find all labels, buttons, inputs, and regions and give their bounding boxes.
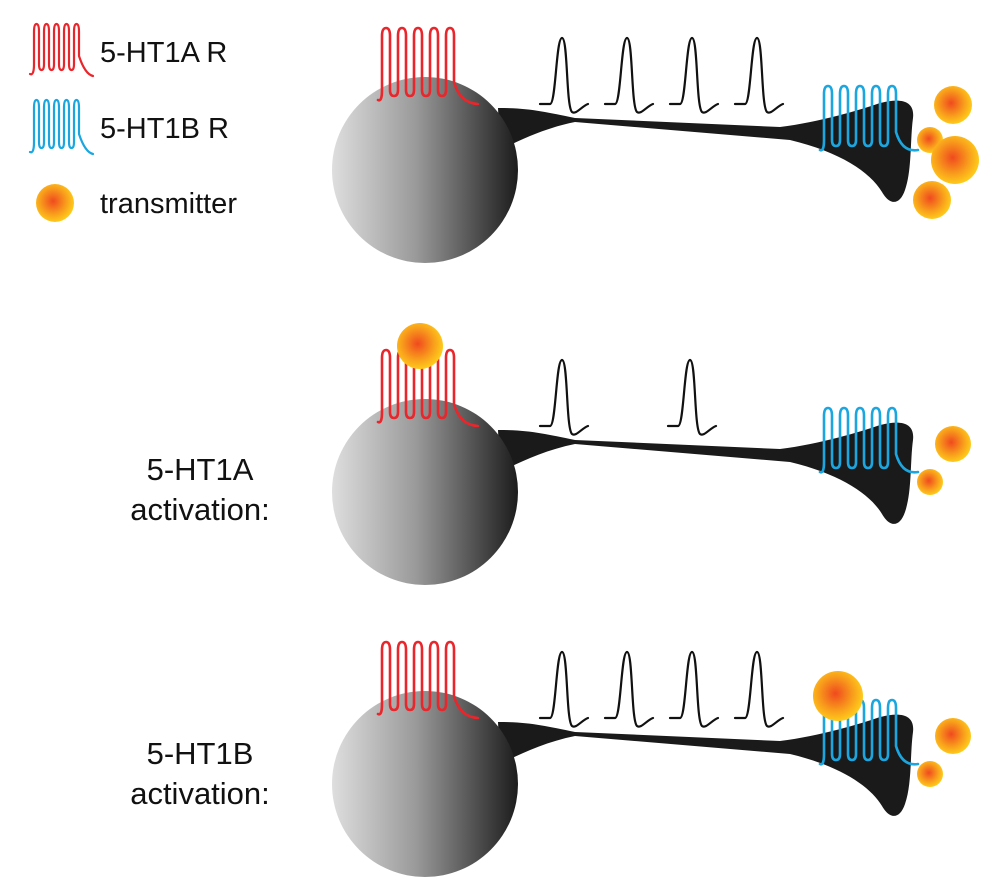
action-potential-spike — [603, 36, 655, 114]
action-potential-spike — [538, 36, 590, 114]
action-potential-spike — [733, 36, 785, 114]
legend: 5-HT1A R 5-HT1B R transmitter — [28, 22, 237, 222]
transmitter-icon — [917, 761, 943, 787]
panel-5ht1b-activation: 5-HT1B activation: — [130, 640, 971, 877]
axon-and-terminal — [498, 714, 914, 816]
action-potential-spike — [668, 650, 720, 728]
action-potential-spike — [666, 358, 718, 436]
neuron — [332, 640, 971, 877]
htr1a-receptor — [376, 26, 480, 106]
panel-baseline — [332, 26, 979, 263]
panel-5ht1a-activation: 5-HT1A activation: — [130, 323, 971, 585]
neuron — [332, 26, 979, 263]
neuron-soma — [332, 77, 518, 263]
legend-htr1a-receptor-icon — [28, 22, 95, 78]
axon-and-terminal — [498, 422, 914, 524]
legend-transmitter-icon — [36, 184, 74, 222]
transmitter-icon — [917, 469, 943, 495]
panel-label-line-1: 5-HT1B — [147, 736, 254, 771]
panel-label-line-2: activation: — [130, 776, 270, 811]
htr1b-receptor — [818, 84, 920, 152]
panel-label-line-1: 5-HT1A — [147, 452, 254, 487]
action-potential-spike — [668, 36, 720, 114]
htr1a-receptor — [376, 640, 480, 720]
transmitter-icon — [813, 671, 863, 721]
neuron-soma — [332, 399, 518, 585]
legend-transmitter-label: transmitter — [100, 188, 237, 220]
htr1b-receptor — [818, 406, 920, 474]
neuron — [332, 323, 971, 585]
transmitter-icon — [913, 181, 951, 219]
legend-htr1a-label: 5-HT1A R — [100, 37, 227, 69]
action-potential-spike — [538, 650, 590, 728]
transmitter-icon — [935, 426, 971, 462]
htr1b-receptor-glyph — [28, 98, 95, 156]
transmitter-icon — [935, 718, 971, 754]
action-potential-spike — [733, 650, 785, 728]
neuron-soma — [332, 691, 518, 877]
panel-label-line-2: activation: — [130, 492, 270, 527]
action-potential-spike — [538, 358, 590, 436]
legend-htr1b-label: 5-HT1B R — [100, 113, 229, 145]
htr1a-receptor-glyph — [28, 22, 95, 78]
transmitter-icon — [931, 136, 979, 184]
axon-and-terminal — [498, 100, 914, 202]
transmitter-icon — [397, 323, 443, 369]
legend-htr1b-receptor-icon — [28, 98, 95, 156]
action-potential-spike — [603, 650, 655, 728]
transmitter-icon — [934, 86, 972, 124]
